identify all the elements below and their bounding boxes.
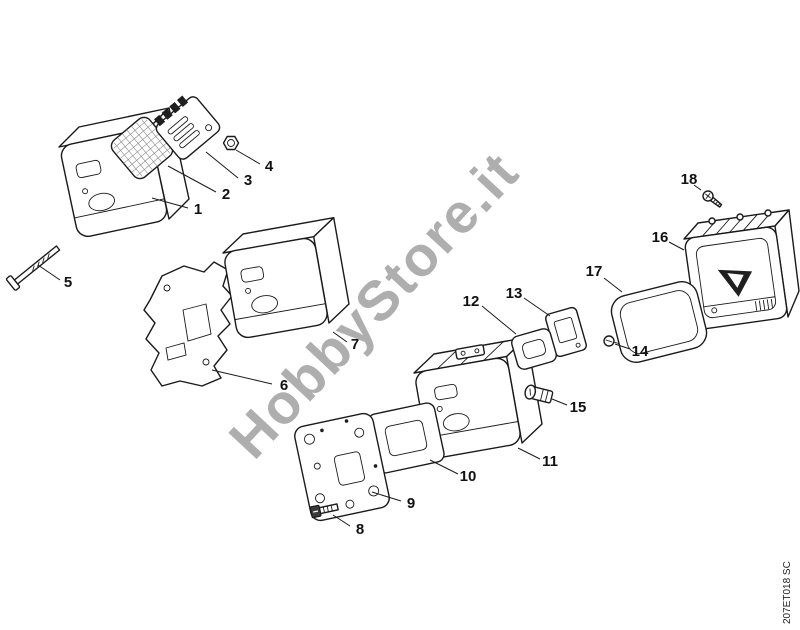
- callout-16: 16: [652, 229, 669, 246]
- part-9-cover-plate: [294, 412, 390, 522]
- callout-18: 18: [681, 171, 698, 188]
- part-18-screw: [702, 190, 723, 208]
- callout-5: 5: [64, 274, 72, 291]
- callout-8: 8: [356, 521, 364, 538]
- callout-4: 4: [265, 158, 274, 175]
- part-3-spark-arrestor: [153, 95, 221, 160]
- part-5-screw: [5, 245, 61, 291]
- doc-code: 207ET018 SC: [782, 561, 793, 624]
- callout-labels: 1 2 3 4 5 6 7 8 9 10 11 12 13 14 15 16 1…: [64, 158, 698, 538]
- callout-15: 15: [570, 399, 587, 416]
- part-7-muffler: [222, 216, 350, 339]
- callout-12: 12: [463, 293, 480, 310]
- part-15-bolt: [524, 384, 554, 404]
- leader-lines: [37, 149, 702, 527]
- callout-10: 10: [460, 468, 477, 485]
- part-17-pad: [610, 281, 708, 363]
- part-11-muffler: [413, 336, 543, 459]
- part-10-gasket: [367, 402, 445, 474]
- callout-17: 17: [586, 263, 603, 280]
- callout-1: 1: [194, 201, 202, 218]
- callout-7: 7: [351, 336, 359, 353]
- callout-13: 13: [506, 285, 523, 302]
- callout-3: 3: [244, 172, 252, 189]
- part-14-screw: [603, 335, 621, 347]
- part-12-gasket: [511, 328, 557, 370]
- part-8-screw: [309, 503, 339, 519]
- callout-9: 9: [407, 495, 415, 512]
- part-16-shroud: [683, 209, 800, 330]
- callout-6: 6: [280, 377, 288, 394]
- callout-11: 11: [542, 453, 558, 470]
- callout-14: 14: [632, 343, 649, 360]
- part-4-nut: [222, 135, 240, 151]
- callout-2: 2: [222, 186, 230, 203]
- part-6-heat-shield: [143, 261, 233, 387]
